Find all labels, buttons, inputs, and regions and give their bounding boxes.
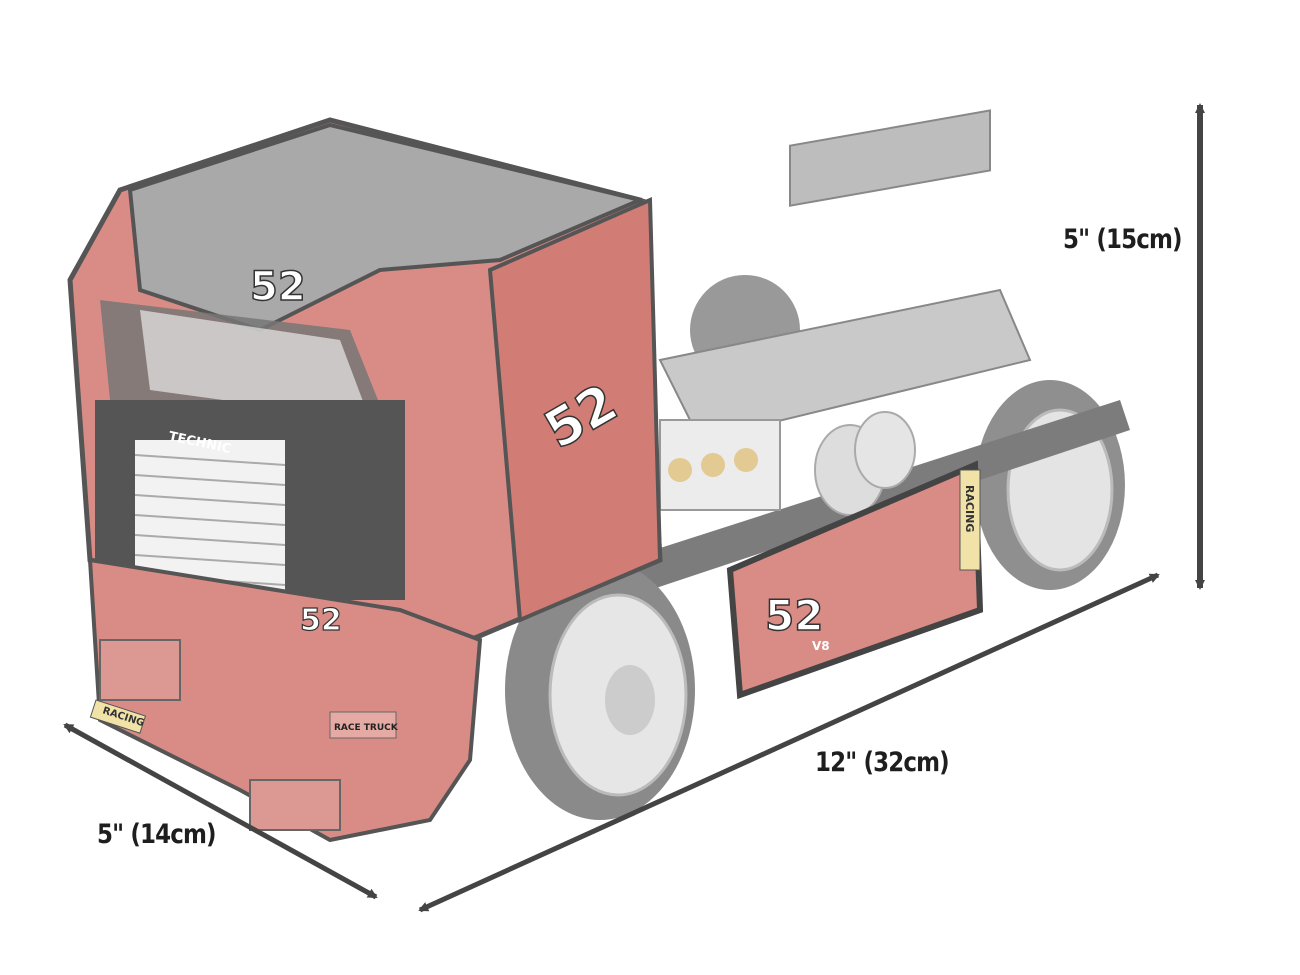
race-truck-decal: RACE TRUCK: [334, 723, 399, 733]
width-dimension-arrow: [63, 722, 378, 900]
length-dimension-arrow: [418, 572, 1160, 913]
roof-number-decal: 52: [250, 264, 306, 310]
fender-v8-decal: V8: [812, 639, 830, 653]
width-dimension-label: 5" (14cm): [97, 819, 217, 850]
grille-number-decal: 52: [300, 603, 342, 638]
cab: 52 52 TECHNIC RACING RACE TRUCK 52: [67, 117, 663, 843]
height-dimension-label: 5" (15cm): [1063, 224, 1183, 255]
engine: [659, 411, 916, 516]
chassis: [530, 109, 1130, 625]
fender-number-decal: 52: [765, 591, 823, 640]
length-dimension-label: 12" (32cm): [815, 747, 950, 778]
fender-racing-decal: RACING: [963, 485, 976, 532]
